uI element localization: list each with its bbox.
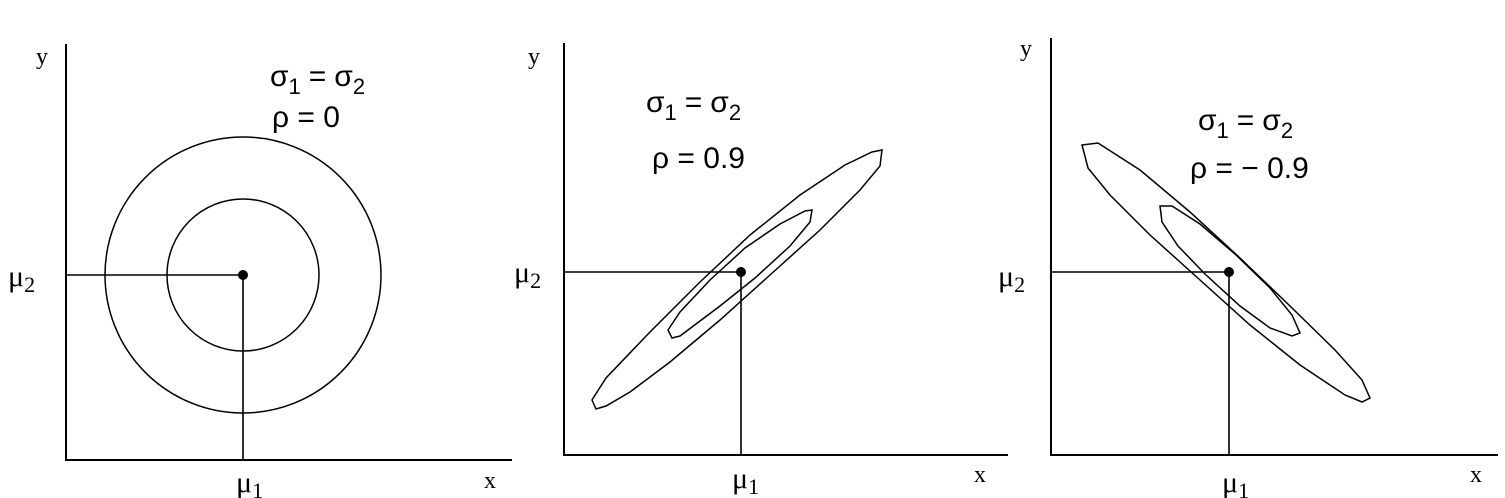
sigma-equality-label: σ1=σ2 (646, 86, 741, 125)
rho-label: ρ = − 0.9 (1190, 152, 1309, 185)
mu2-label: μ2 (8, 260, 35, 297)
x-axis-label: x (484, 468, 496, 494)
outer-contour (1081, 142, 1371, 403)
sigma-equality-label: σ1=σ2 (1198, 104, 1293, 143)
mu1-label: μ1 (236, 466, 263, 498)
outer-contour (591, 149, 883, 410)
mu1-label: μ1 (732, 462, 759, 498)
y-axis-label: y (528, 44, 540, 70)
rho-label: ρ = 0.9 (652, 142, 745, 175)
mu2-label: μ2 (514, 256, 541, 293)
y-axis-label: y (36, 44, 48, 70)
inner-contour (667, 209, 813, 339)
y-axis-label: y (1020, 36, 1032, 62)
inner-contour (1159, 205, 1302, 337)
mean-point (1224, 267, 1234, 277)
mean-point (736, 267, 746, 277)
sigma-equality-label: σ1=σ2 (270, 60, 365, 99)
panel-rho-zero: y x μ2 μ1 σ1=σ2 ρ = 0 (8, 44, 512, 498)
outer-contour (104, 136, 382, 414)
x-axis-label: x (1470, 462, 1482, 488)
mean-point (238, 270, 248, 280)
panel-rho-positive: y x μ2 μ1 σ1=σ2 ρ = 0.9 (514, 43, 1008, 498)
mu2-label: μ2 (998, 260, 1025, 297)
x-axis-label: x (974, 462, 986, 488)
inner-contour (166, 198, 320, 352)
mu1-label: μ1 (1222, 466, 1249, 498)
rho-label: ρ = 0 (272, 101, 340, 134)
panel-rho-negative: y x μ2 μ1 σ1=σ2 ρ = − 0.9 (998, 36, 1498, 498)
